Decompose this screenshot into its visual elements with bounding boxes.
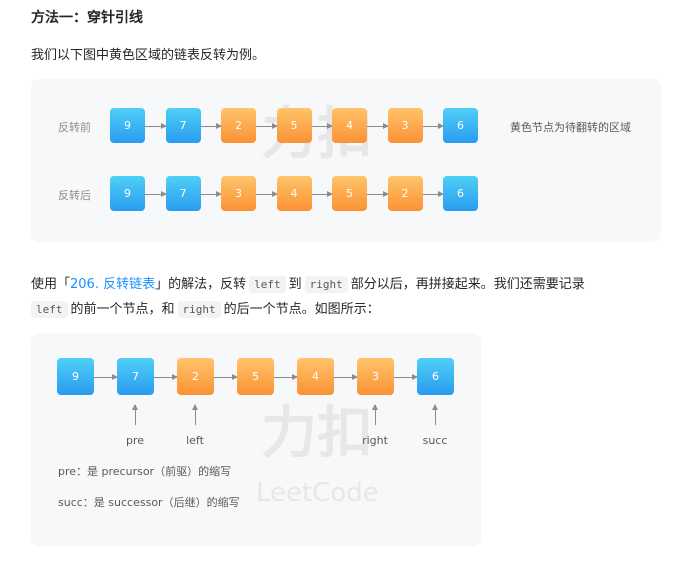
next-arrow: [367, 122, 388, 129]
next-arrow: [200, 190, 222, 197]
next-arrow: [256, 122, 277, 129]
left-label: left: [186, 434, 204, 447]
pre-note: pre：是 precursor（前驱）的缩写: [58, 465, 232, 478]
list-node: 4: [276, 176, 312, 211]
next-arrow: [94, 373, 118, 380]
next-arrow: [422, 190, 444, 197]
list-node: 2: [177, 358, 214, 395]
section-heading: 方法一：穿针引线: [31, 10, 143, 26]
highlight-note: 黄色节点为待翻转的区域: [510, 121, 631, 134]
succ-label: succ: [422, 434, 448, 447]
succ-note: succ：是 successor（后继）的缩写: [58, 496, 240, 509]
next-arrow: [274, 373, 298, 380]
text-segment: 」的解法，反转: [155, 277, 247, 292]
code-left: left: [249, 276, 286, 293]
next-arrow: [214, 373, 238, 380]
list-node: 2: [221, 108, 256, 143]
pre-arrow: [132, 404, 138, 425]
text-segment: 到: [288, 277, 302, 292]
list-node: 6: [417, 358, 454, 395]
code-right: right: [177, 301, 221, 318]
list-node: 4: [297, 358, 334, 395]
code-left: left: [31, 301, 68, 318]
pre-label: pre: [125, 434, 145, 447]
list-node: 3: [357, 358, 394, 395]
list-node: 2: [387, 176, 423, 211]
text-segment: 的前一个节点，和: [70, 302, 175, 317]
list-node: 6: [443, 108, 478, 143]
right-arrow: [372, 404, 378, 425]
list-node: 5: [237, 358, 274, 395]
before-label: 反转前: [58, 121, 91, 134]
list-node: 7: [117, 358, 154, 395]
succ-arrow: [432, 404, 438, 425]
next-arrow: [394, 373, 418, 380]
list-node: 5: [332, 176, 367, 211]
left-arrow: [192, 404, 198, 425]
watermark-leetcode: LeetCode: [256, 478, 379, 508]
next-arrow: [154, 373, 178, 380]
watermark-logo: 力扣: [261, 401, 373, 466]
list-node: 9: [110, 108, 145, 143]
next-arrow: [145, 190, 166, 197]
list-node: 9: [110, 176, 145, 211]
next-arrow: [256, 190, 277, 197]
list-node: 6: [443, 176, 478, 211]
text-segment: 的后一个节点。如图所示：: [223, 302, 380, 317]
next-arrow: [200, 122, 222, 129]
next-arrow: [422, 122, 444, 129]
text-segment: 使用「: [31, 277, 71, 292]
code-right: right: [304, 276, 348, 293]
list-node: 3: [387, 108, 423, 143]
reverse-list-link[interactable]: 206. 反转链表: [70, 277, 156, 292]
list-node: 7: [165, 176, 201, 211]
list-node: 4: [332, 108, 367, 143]
list-node: 9: [57, 358, 94, 395]
next-arrow: [311, 190, 333, 197]
after-label: 反转后: [58, 189, 91, 202]
next-arrow: [311, 122, 333, 129]
intro-text: 我们以下图中黄色区域的链表反转为例。: [31, 48, 266, 63]
next-arrow: [145, 122, 166, 129]
next-arrow: [334, 373, 358, 380]
next-arrow: [367, 190, 388, 197]
text-segment: 部分以后，再拼接起来。我们还需要记录: [350, 277, 585, 292]
right-label: right: [362, 434, 388, 447]
list-node: 5: [276, 108, 312, 143]
list-node: 7: [165, 108, 201, 143]
list-node: 3: [221, 176, 256, 211]
